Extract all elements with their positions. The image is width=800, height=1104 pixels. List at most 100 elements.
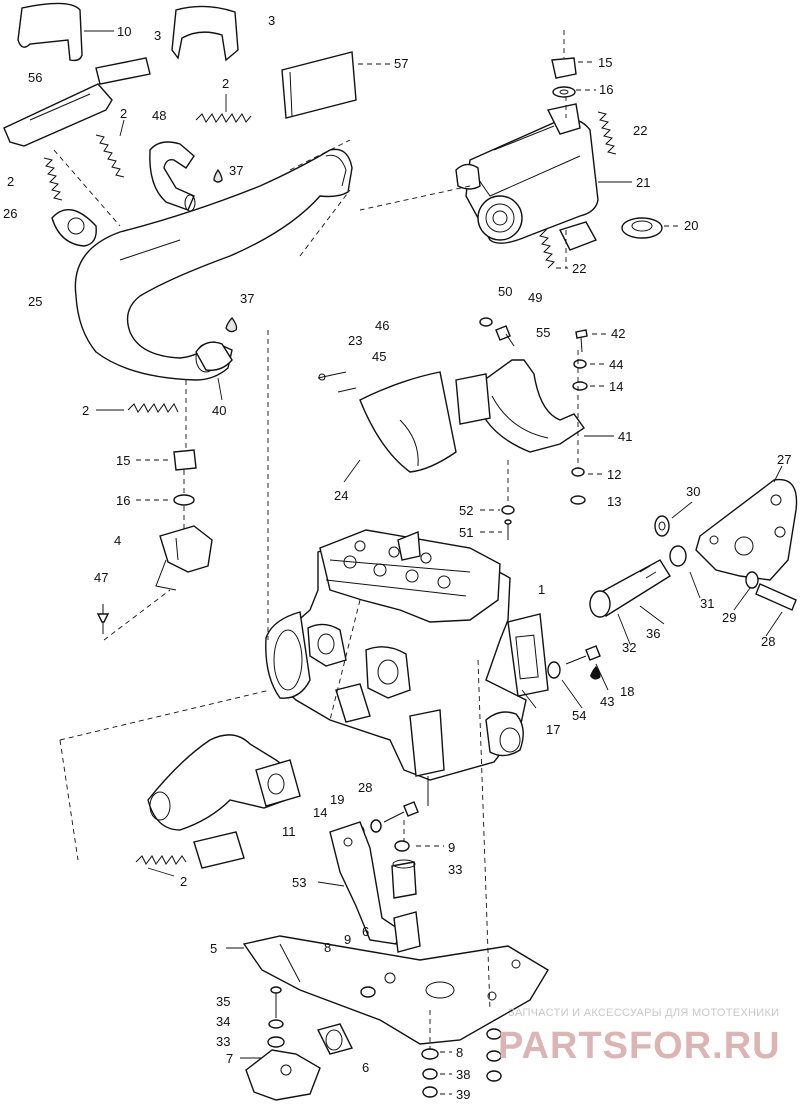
callout-37: 37 [240,291,254,306]
watermark-tagline: ЗАПЧАСТИ И АКСЕССУАРЫ ДЛЯ МОТОТЕХНИКИ [508,1007,779,1019]
callout-22: 22 [572,261,586,276]
callout-9: 9 [448,840,455,855]
callout-8: 8 [324,940,331,955]
part-bolt-35 [270,986,282,1018]
callout-10: 10 [117,24,131,39]
part-plate-56 [3,83,113,147]
part-pad-3 [95,57,151,85]
part-rivet-47 [96,604,110,634]
part-spring-22-bottom [537,227,555,269]
callout-8: 8 [456,1045,463,1060]
part-nut-39 [422,1086,438,1098]
callout-25: 25 [28,294,42,309]
callout-42: 42 [611,326,625,341]
part-gasket-17 [507,613,549,697]
callout-3: 3 [154,28,161,43]
callout-16: 16 [599,82,613,97]
part-spring-2-far-left [43,157,63,201]
part-nut-12 [571,467,585,477]
callout-7: 7 [226,1051,233,1066]
callout-39: 39 [456,1087,470,1102]
part-spring-2-bottom [135,855,187,865]
callout-2: 2 [82,403,89,418]
part-stud-23 [317,371,347,381]
callout-53: 53 [292,875,306,890]
callout-57: 57 [394,56,408,71]
callout-27: 27 [777,452,791,467]
part-sealant-drop-37b [225,317,238,333]
callout-21: 21 [636,175,650,190]
part-engine-1 [265,529,527,806]
callout-28: 28 [358,780,372,795]
part-sealant-drop-43 [590,666,601,680]
part-engine-bracket-27 [695,478,798,581]
part-washer-column-right [486,1028,502,1082]
callout-18: 18 [620,684,634,699]
callout-47: 47 [94,570,108,585]
part-washer-29 [745,571,759,589]
part-washer-16-top [552,86,576,98]
part-exhaust-manifold-11 [147,734,301,831]
callout-50: 50 [498,284,512,299]
alignment-lines [53,30,579,1050]
part-bolt-49 [495,325,515,347]
callout-11: 11 [282,824,296,839]
callout-16: 16 [116,493,130,508]
part-coupler-40 [195,341,233,371]
part-washer-14-top [572,381,588,391]
callout-46: 46 [375,318,389,333]
callout-6: 6 [362,1060,369,1075]
part-cap-15-mid [173,449,197,471]
part-washer-13 [570,495,586,505]
part-bolt-51 [504,519,512,540]
callout-9: 9 [344,932,351,947]
part-rubber-mount-6-bottom [316,1023,354,1055]
callout-28: 28 [761,634,775,649]
part-engine-plate-5 [242,935,549,1045]
part-bolt-28-right [755,583,797,611]
callout-33: 33 [216,1034,230,1049]
callout-41: 41 [618,429,632,444]
part-shield-24 [359,371,457,473]
callout-54: 54 [572,708,586,723]
part-washer-30 [654,515,670,537]
part-bolt-42 [575,329,588,353]
callout-22: 22 [633,123,647,138]
part-bolt-28-centre [383,801,419,823]
part-nut-9-top [394,840,410,852]
callout-12: 12 [607,467,621,482]
callout-15: 15 [598,55,612,70]
part-stud-45 [337,387,357,393]
part-washer-54 [547,661,561,679]
callout-24: 24 [334,488,348,503]
part-spring-2-mid [127,403,179,413]
callout-14: 14 [609,379,623,394]
part-nut-52 [501,505,515,515]
callout-2: 2 [180,874,187,889]
part-elbow-48 [149,141,196,212]
callout-48: 48 [152,108,166,123]
part-spring-22-top [597,111,617,155]
callout-33: 33 [448,862,462,877]
part-washer-19 [370,819,382,833]
callout-37: 37 [229,163,243,178]
part-gasket-11 [193,831,245,869]
callout-2: 2 [222,76,229,91]
leader-lines [84,30,783,1095]
callout-38: 38 [456,1067,470,1082]
callout-1: 1 [538,582,545,597]
callout-23: 23 [348,333,362,348]
callout-45: 45 [372,349,386,364]
part-spring-2-left [95,134,125,178]
callout-6: 6 [362,924,369,939]
callout-49: 49 [528,290,542,305]
part-nut-38 [422,1068,438,1080]
part-heat-shield-10 [17,2,83,62]
part-washer-8-bottom [421,1048,439,1060]
callout-32: 32 [622,640,636,655]
part-bushing-31 [669,545,687,567]
watermark-logo: PARTSFOR.RU [498,1025,781,1067]
callout-2: 2 [7,174,14,189]
